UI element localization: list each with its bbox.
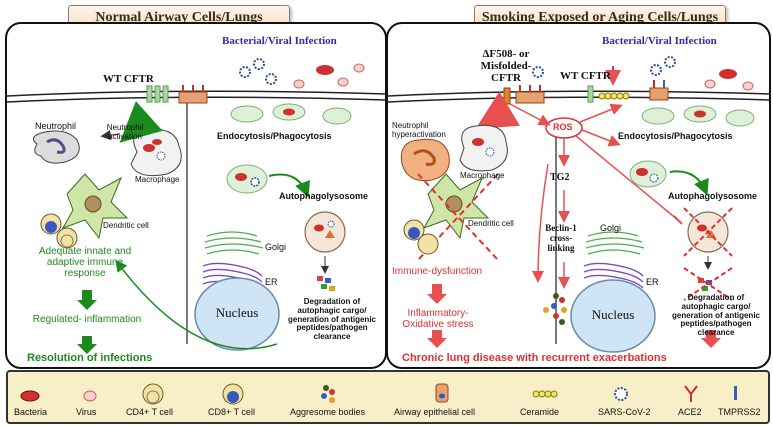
right-degradation-label: Degradation of autophagic cargo/ generat… xyxy=(671,293,760,338)
legend-aggresome: Aggresome bodies xyxy=(290,407,366,417)
legend-tmprss2: TMPRSS2 xyxy=(718,407,761,417)
left-wt-cftr-label: WT CFTR xyxy=(103,73,154,85)
right-autophagolysosome-label: Autophagolysosome xyxy=(668,191,758,201)
right-er-label: ER xyxy=(646,277,659,287)
right-endocytosis-label: Endocytosis/Phagocytosis xyxy=(618,131,733,141)
legend-sars: SARS-CoV-2 xyxy=(598,407,651,417)
left-regulated-label: Regulated- inflammation xyxy=(32,314,142,325)
left-degradation-label: Degradation of autophagic cargo/ generat… xyxy=(287,297,376,342)
tg2-label: TG2 xyxy=(550,172,570,183)
ace2-receptors xyxy=(178,85,208,104)
left-endocytosis-label: Endocytosis/Phagocytosis xyxy=(217,131,332,141)
left-infection-label: Bacterial/Viral Infection xyxy=(222,35,337,47)
right-misfolded-cftr-label: ΔF508- or Misfolded-CFTR xyxy=(480,48,532,85)
legend-virus: Virus xyxy=(76,407,97,417)
right-panel-graphics xyxy=(388,56,769,353)
right-nucleus-label: Nucleus xyxy=(591,307,635,322)
aggresome-bodies xyxy=(543,293,567,325)
legend-cd4: CD4+ T cell xyxy=(126,407,173,417)
epithelial-cell-icon xyxy=(435,383,449,403)
immune-dysfunction-label: Immune-dysfunction xyxy=(392,266,483,277)
legend-epithelial: Airway epithelial cell xyxy=(394,407,476,417)
right-wt-cftr-label: WT CFTR xyxy=(560,70,611,82)
ros-label: ROS xyxy=(553,122,573,132)
right-dendritic-label: Dendritic cell xyxy=(468,219,514,228)
right-macrophage-label: Macrophage xyxy=(460,171,505,180)
tmprss2-icon xyxy=(734,386,737,400)
golgi-apparatus xyxy=(204,231,264,255)
legend-cd8: CD8+ T cell xyxy=(208,407,255,417)
ace2-icon xyxy=(684,385,698,402)
legend-bacteria: Bacteria xyxy=(14,407,48,417)
sars-cov-2-icon xyxy=(614,387,628,401)
legend-ceramide: Ceramide xyxy=(520,407,560,417)
ceramide-icon xyxy=(532,390,558,398)
left-macrophage-label: Macrophage xyxy=(135,175,180,184)
left-er-label: ER xyxy=(265,277,278,287)
left-golgi-label: Golgi xyxy=(265,242,287,252)
virus-icon xyxy=(83,390,97,402)
bacteria-icon xyxy=(20,390,40,402)
inflammatory-label: Inflammatory- Oxidative stress xyxy=(402,308,474,330)
left-autophagolysosome-label: Autophagolysosome xyxy=(279,191,369,201)
left-panel-graphics xyxy=(7,58,385,354)
left-nucleus-label: Nucleus xyxy=(215,305,259,320)
wt-cftr-channels xyxy=(146,85,169,103)
left-resolution-label: Resolution of infections xyxy=(27,352,153,364)
chronic-disease-label: Chronic lung disease with recurrent exac… xyxy=(402,352,667,364)
legend-icons xyxy=(20,383,737,405)
neutrophil-hyperactivation-label: Neutrophil hyperactivation xyxy=(392,121,446,139)
aggresome-icon xyxy=(321,385,335,403)
left-panel: Bacterial/Viral Infection WT CFTR Neutro… xyxy=(5,22,387,369)
left-neutrophil-label: Neutrophil xyxy=(35,121,77,131)
right-golgi-label: Golgi xyxy=(600,223,622,233)
beclin-label: Beclin-1 cross- linking xyxy=(545,223,577,253)
left-immune-response-label: Adequate innate and adaptive immune resp… xyxy=(38,246,132,279)
legend: Bacteria Virus CD4+ T cell CD8+ T cell A… xyxy=(6,370,770,424)
left-neutrophil-activation-label: Neutrophil activation xyxy=(106,123,144,141)
legend-ace2: ACE2 xyxy=(678,407,702,417)
right-infection-label: Bacterial/Viral Infection xyxy=(602,35,717,47)
left-dendritic-label: Dendritic cell xyxy=(103,221,149,230)
right-panel: Bacterial/Viral Infection ΔF508- or Misf… xyxy=(386,22,771,369)
